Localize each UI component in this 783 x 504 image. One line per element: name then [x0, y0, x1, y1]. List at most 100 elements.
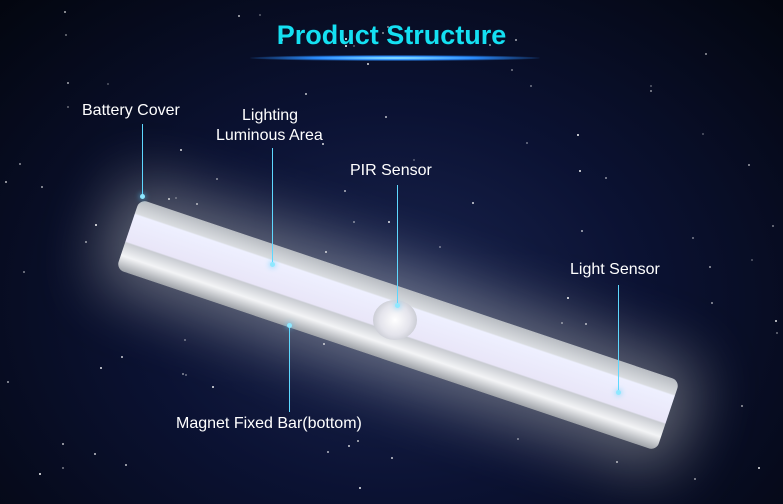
label-light-sensor: Light Sensor [570, 261, 660, 278]
star [692, 237, 695, 240]
star [124, 463, 127, 466]
star [526, 141, 529, 144]
star [196, 202, 199, 205]
star [64, 10, 67, 13]
star [701, 133, 704, 136]
star [180, 149, 183, 152]
star [616, 461, 619, 464]
star [94, 453, 97, 456]
star [566, 296, 569, 299]
star [6, 381, 9, 384]
label-magnet-bar: Magnet Fixed Bar(bottom) [176, 415, 362, 432]
star [281, 38, 284, 41]
star [514, 38, 517, 41]
star [367, 63, 370, 66]
star [321, 143, 324, 146]
star [517, 438, 520, 441]
star [704, 52, 707, 55]
star [382, 32, 385, 35]
star [322, 343, 325, 346]
star [325, 250, 328, 253]
marker-pir-sensor [395, 303, 400, 308]
star [120, 356, 123, 359]
star [270, 116, 273, 119]
marker-light-sensor [616, 390, 621, 395]
star [740, 404, 743, 407]
star [216, 177, 219, 180]
star [174, 196, 177, 199]
marker-lighting [270, 262, 275, 267]
star [710, 301, 713, 304]
star [39, 473, 42, 476]
star [775, 332, 778, 335]
star [771, 224, 774, 227]
star [304, 92, 307, 95]
marker-battery-cover [140, 194, 145, 199]
star [326, 450, 329, 453]
star [66, 82, 69, 85]
star [67, 106, 70, 109]
star [94, 223, 97, 226]
leader-pir-sensor [397, 185, 398, 305]
leader-magnet-bar [289, 326, 290, 412]
marker-magnet-bar [287, 323, 292, 328]
star [758, 467, 761, 470]
leader-battery-cover [142, 124, 143, 196]
star [5, 181, 8, 184]
star [605, 177, 608, 180]
star [211, 386, 214, 389]
star [578, 170, 581, 173]
star [709, 266, 712, 269]
star [428, 166, 431, 169]
star [18, 163, 21, 166]
star [386, 26, 389, 29]
title-glow [250, 55, 540, 61]
label-pir-sensor: PIR Sensor [350, 162, 432, 179]
star [61, 442, 64, 445]
star [62, 466, 65, 469]
star [390, 456, 393, 459]
leader-lighting [272, 148, 273, 265]
star [238, 14, 241, 17]
star [650, 85, 653, 87]
star [751, 259, 754, 262]
page-title: Product Structure [276, 20, 507, 50]
star [344, 190, 347, 193]
star [40, 185, 43, 188]
leader-light-sensor [618, 285, 619, 393]
star [352, 221, 355, 224]
star [580, 229, 583, 232]
star [85, 240, 88, 243]
star [347, 444, 350, 447]
star [530, 84, 533, 87]
star [413, 158, 416, 161]
star [385, 115, 388, 118]
star [438, 245, 441, 248]
star [577, 134, 580, 137]
star [352, 45, 355, 48]
star [345, 45, 348, 48]
label-lighting-line1: Lighting [242, 107, 299, 124]
star [561, 322, 564, 325]
star [106, 82, 109, 85]
star [64, 34, 67, 37]
star [99, 367, 102, 370]
star [258, 13, 261, 16]
star [472, 202, 475, 205]
star [22, 270, 25, 273]
star [488, 43, 491, 46]
star [388, 221, 391, 224]
star [357, 439, 360, 442]
label-battery-cover: Battery Cover [82, 102, 180, 119]
star [585, 322, 588, 325]
star [182, 372, 185, 375]
star [650, 89, 653, 92]
star [694, 477, 697, 480]
star [184, 338, 187, 341]
star [747, 163, 750, 166]
star [511, 68, 514, 71]
label-lighting-line2: Luminous Area [216, 127, 323, 144]
star [168, 198, 171, 201]
star [775, 320, 778, 323]
